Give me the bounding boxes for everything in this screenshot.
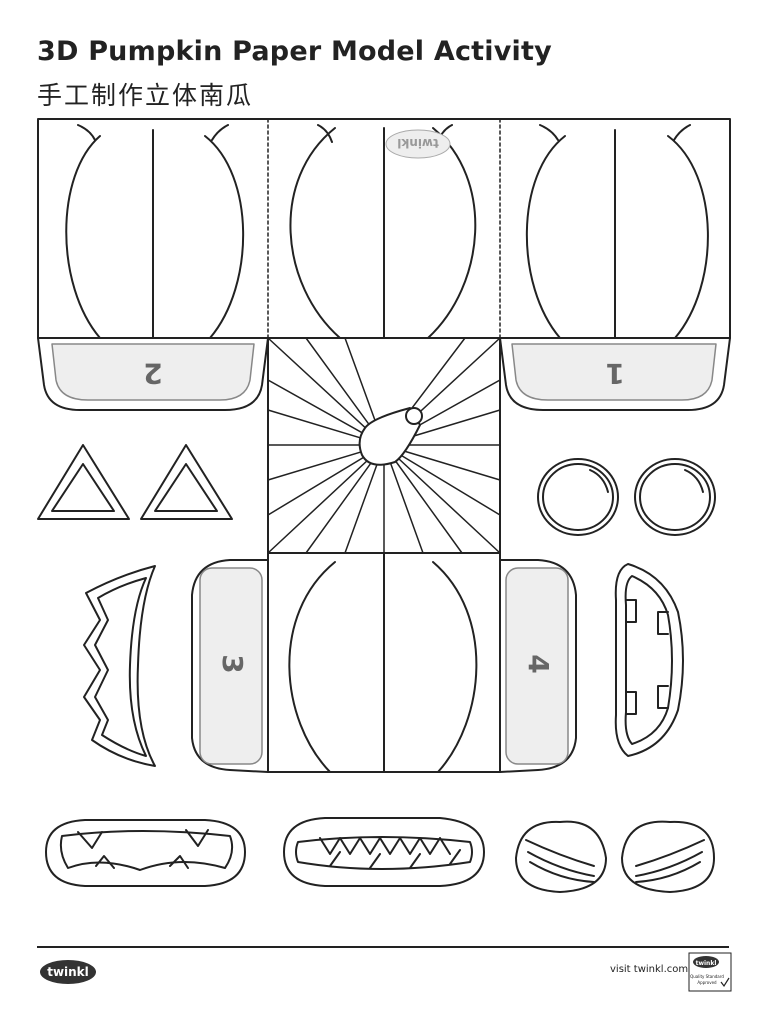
side-mouth: [614, 563, 684, 757]
triangle-eye-right: [140, 444, 233, 520]
tab-number: 3: [216, 654, 249, 673]
watermark-text: twinkl: [397, 136, 439, 150]
triangle-eye-left: [37, 444, 130, 520]
round-eye-right: [634, 458, 716, 536]
mouth-piece-2: [283, 817, 485, 887]
badge-brand: twinkl: [696, 960, 717, 967]
left-panel-pumpkin-lines: [65, 124, 245, 339]
glue-tab-3: 3: [191, 559, 269, 773]
check-icon: [720, 977, 730, 988]
glue-tab-1: 1: [499, 337, 731, 411]
middle-panel-pumpkin-lines: [289, 124, 477, 339]
base-panel: [267, 337, 501, 554]
glue-tab-2: 2: [37, 337, 269, 411]
page-title: 3D Pumpkin Paper Model Activity: [37, 36, 552, 67]
tab-number: 2: [143, 357, 162, 390]
stem-shape: [358, 407, 423, 466]
page-subtitle: 手工制作立体南瓜: [37, 81, 254, 110]
footer-website-link[interactable]: visit twinkl.com: [610, 964, 689, 975]
tab-number: 1: [605, 357, 624, 390]
badge-line2: Approved: [697, 980, 717, 985]
footer-divider: [37, 946, 729, 948]
brow-piece-left: [515, 820, 607, 893]
right-panel-pumpkin-lines: [525, 124, 709, 339]
twinkl-logo-icon[interactable]: twinkl: [38, 958, 98, 986]
top-panels: twinkl: [37, 118, 731, 339]
mouth-piece-1: [45, 819, 246, 887]
logo-text: twinkl: [47, 965, 89, 979]
badge-line1: Quality Standard: [690, 974, 724, 979]
zigzag-mouth: [83, 565, 156, 767]
round-eye-left: [537, 458, 619, 536]
quality-standard-badge: twinkl Quality Standard Approved: [688, 952, 732, 992]
glue-tab-4: 4: [499, 559, 577, 773]
bottom-panel: [267, 552, 501, 773]
brow-piece-right: [621, 820, 715, 893]
tab-number: 4: [522, 654, 555, 673]
twinkl-watermark: twinkl: [385, 129, 451, 159]
